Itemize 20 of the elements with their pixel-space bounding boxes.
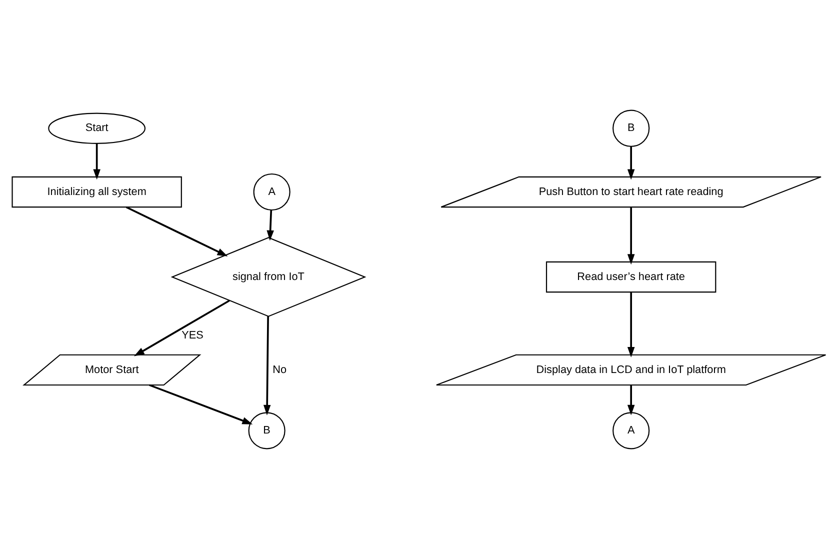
arrow — [627, 207, 635, 265]
node-circle: A — [253, 173, 290, 211]
arrow — [149, 384, 253, 424]
arrow — [93, 144, 100, 180]
arrow — [627, 292, 635, 358]
node-box: Initializing all system — [12, 176, 182, 208]
node-diamond: signal from IoT — [170, 237, 366, 317]
node-ellipse: Start — [48, 112, 146, 144]
node-box: Read user’s heart rate — [546, 261, 716, 293]
edge-label: No — [272, 364, 287, 376]
arrow — [627, 385, 635, 416]
node-circle: A — [612, 412, 650, 450]
arrow — [134, 300, 230, 356]
node-circle: B — [612, 110, 650, 147]
arrow — [266, 210, 274, 241]
edge-label: YES — [182, 329, 204, 342]
node-circle: B — [248, 412, 286, 450]
arrow — [126, 206, 228, 256]
arrow — [263, 316, 271, 416]
arrow — [627, 146, 635, 180]
